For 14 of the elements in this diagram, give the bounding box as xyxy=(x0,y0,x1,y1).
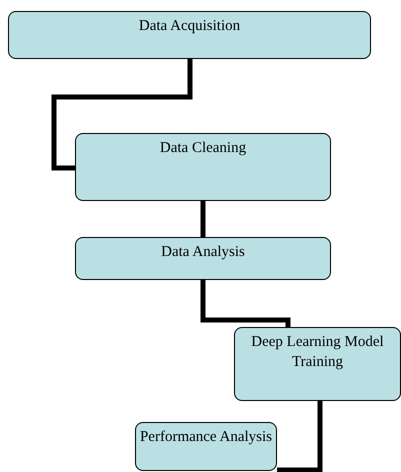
connector-line xyxy=(277,401,322,472)
step-label: Performance Analysis xyxy=(140,428,272,447)
step-label: Deep Learning Model Training xyxy=(250,333,385,372)
connector-line xyxy=(200,201,206,237)
step-label: Data Analysis xyxy=(161,243,245,262)
process-box xyxy=(234,327,401,401)
process-box xyxy=(75,237,331,280)
connector-line xyxy=(52,59,192,170)
connector-line xyxy=(200,280,290,327)
step-label: Data Cleaning xyxy=(160,139,246,158)
process-box xyxy=(75,133,331,201)
step-label: Data Acquisition xyxy=(138,17,240,36)
process-box xyxy=(135,422,277,471)
process-box xyxy=(8,11,371,59)
